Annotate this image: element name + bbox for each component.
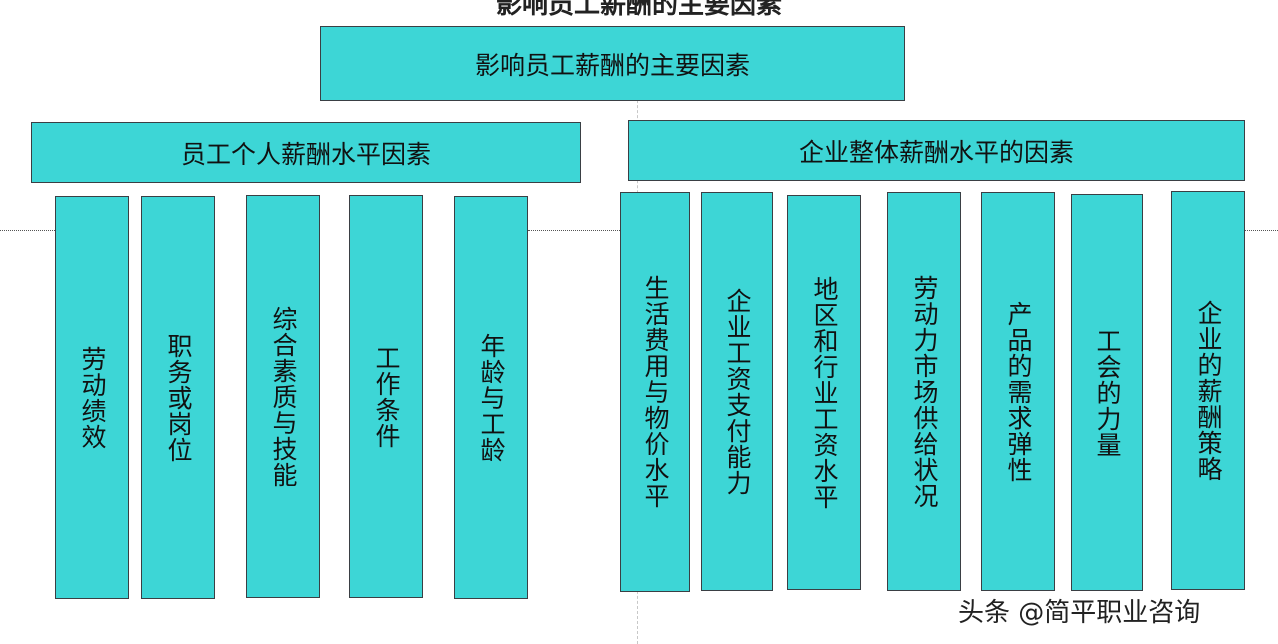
branch-enterprise-node: 企业整体薪酬水平的因素 bbox=[628, 120, 1245, 181]
factor-demand-elasticity: 产品的需求弹性 bbox=[981, 192, 1055, 591]
factor-performance: 劳动绩效 bbox=[55, 196, 129, 599]
factor-regional-wages: 地区和行业工资水平 bbox=[787, 195, 861, 590]
branch-personal-node: 员工个人薪酬水平因素 bbox=[31, 122, 581, 183]
guide-line-middle bbox=[528, 230, 620, 231]
factor-work-conditions: 工作条件 bbox=[349, 195, 423, 598]
factor-cost-of-living: 生活费用与物价水平 bbox=[620, 192, 690, 592]
watermark-text: 头条 @简平职业咨询 bbox=[958, 598, 1201, 628]
factor-seniority: 年龄与工龄 bbox=[454, 196, 528, 599]
factor-skills: 综合素质与技能 bbox=[246, 195, 320, 598]
guide-line-right bbox=[1245, 230, 1278, 231]
page-title-cropped: 影响员工薪酬的主要因素 bbox=[495, 0, 782, 20]
root-node: 影响员工薪酬的主要因素 bbox=[320, 26, 905, 101]
factor-labor-market: 劳动力市场供给状况 bbox=[887, 192, 961, 591]
factor-pay-strategy: 企业的薪酬策略 bbox=[1171, 191, 1245, 590]
factor-union-power: 工会的力量 bbox=[1071, 194, 1143, 591]
factor-position: 职务或岗位 bbox=[141, 196, 215, 599]
guide-line-left bbox=[0, 230, 55, 231]
factor-ability-to-pay: 企业工资支付能力 bbox=[701, 192, 773, 591]
